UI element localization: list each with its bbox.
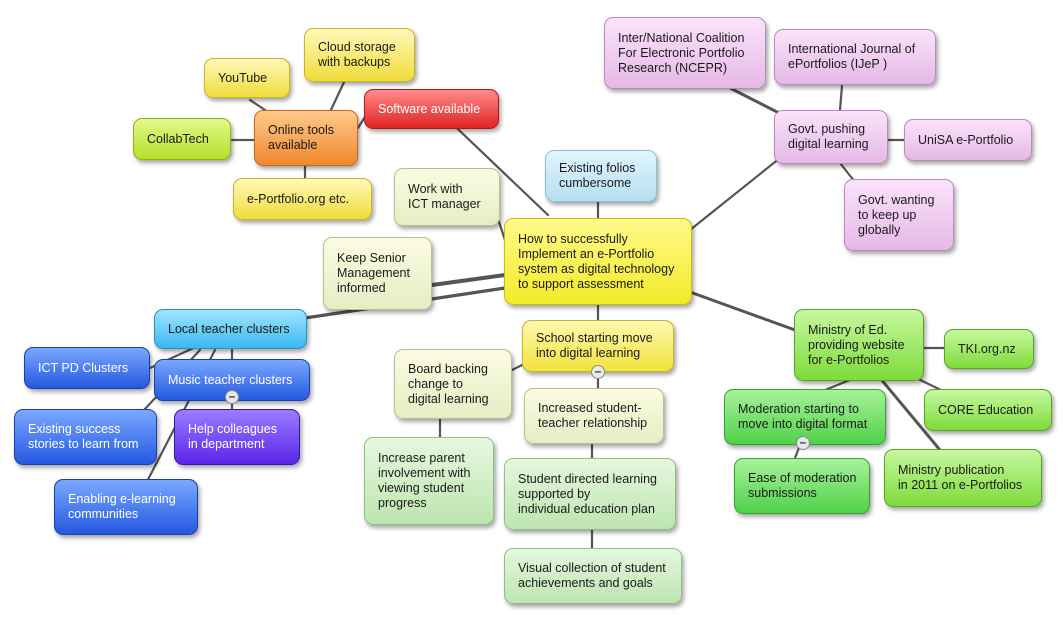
node-youtube[interactable]: YouTube [204,58,290,98]
node-software-available[interactable]: Software available [364,89,499,129]
node-visual-collection[interactable]: Visual collection of student achievement… [504,548,682,604]
node-govt-wanting[interactable]: Govt. wanting to keep up globally [844,179,954,251]
collapse-music-toggle[interactable]: – [225,390,239,404]
link-govt-coalition [728,86,787,118]
node-collabtech[interactable]: CollabTech [133,118,231,160]
node-eportfolio-org[interactable]: e-Portfolio.org etc. [233,178,372,220]
link-online-cloud [328,78,347,114]
link-center-senior [430,273,507,287]
central-topic[interactable]: How to successfully Implement an e-Portf… [504,218,692,305]
collapse-moderation-toggle[interactable]: – [796,436,810,450]
node-enabling-elearning[interactable]: Enabling e-learning communities [54,479,198,535]
link-school-board [510,363,524,372]
node-keep-senior[interactable]: Keep Senior Management informed [323,237,432,310]
node-local-clusters[interactable]: Local teacher clusters [154,309,307,349]
node-increase-parent[interactable]: Increase parent involvement with viewing… [364,437,494,525]
node-work-ict[interactable]: Work with ICT manager [394,168,500,226]
node-existing-folios[interactable]: Existing folios cumbersome [545,150,657,202]
node-govt-pushing[interactable]: Govt. pushing digital learning [774,110,888,164]
link-center-ministry [688,290,797,332]
collapse-school-toggle[interactable]: – [591,365,605,379]
node-music-clusters[interactable]: Music teacher clusters [154,359,310,401]
node-online-tools[interactable]: Online tools available [254,110,358,166]
link-center-govt [688,148,792,232]
node-school-starting[interactable]: School starting move into digital learni… [522,320,674,372]
link-govt-ijep [838,84,844,112]
node-coalition[interactable]: Inter/National Coalition For Electronic … [604,17,766,89]
node-core-education[interactable]: CORE Education [924,389,1052,431]
node-moderation-starting[interactable]: Moderation starting to move into digital… [724,389,886,445]
node-ministry-publication[interactable]: Ministry publication in 2011 on e-Portfo… [884,449,1042,507]
node-unisa[interactable]: UniSA e-Portfolio [904,119,1032,161]
node-ict-pd-clusters[interactable]: ICT PD Clusters [24,347,150,389]
node-increased-relationship[interactable]: Increased student- teacher relationship [524,388,664,444]
node-existing-success[interactable]: Existing success stories to learn from [14,409,157,465]
node-ease-moderation[interactable]: Ease of moderation submissions [734,458,870,514]
node-student-directed[interactable]: Student directed learning supported by i… [504,458,676,530]
node-tki[interactable]: TKI.org.nz [944,329,1034,369]
node-cloud-storage[interactable]: Cloud storage with backups [304,28,415,82]
link-govt-wanting [838,161,857,184]
node-board-backing[interactable]: Board backing change to digital learning [394,349,512,419]
node-help-colleagues[interactable]: Help colleagues in department [174,409,300,465]
link-ministry-pub [878,376,942,452]
link-center-software [438,110,550,217]
node-ministry[interactable]: Ministry of Ed. providing website for e-… [794,309,924,381]
node-ijep[interactable]: International Journal of ePortfolios (IJ… [774,29,936,85]
